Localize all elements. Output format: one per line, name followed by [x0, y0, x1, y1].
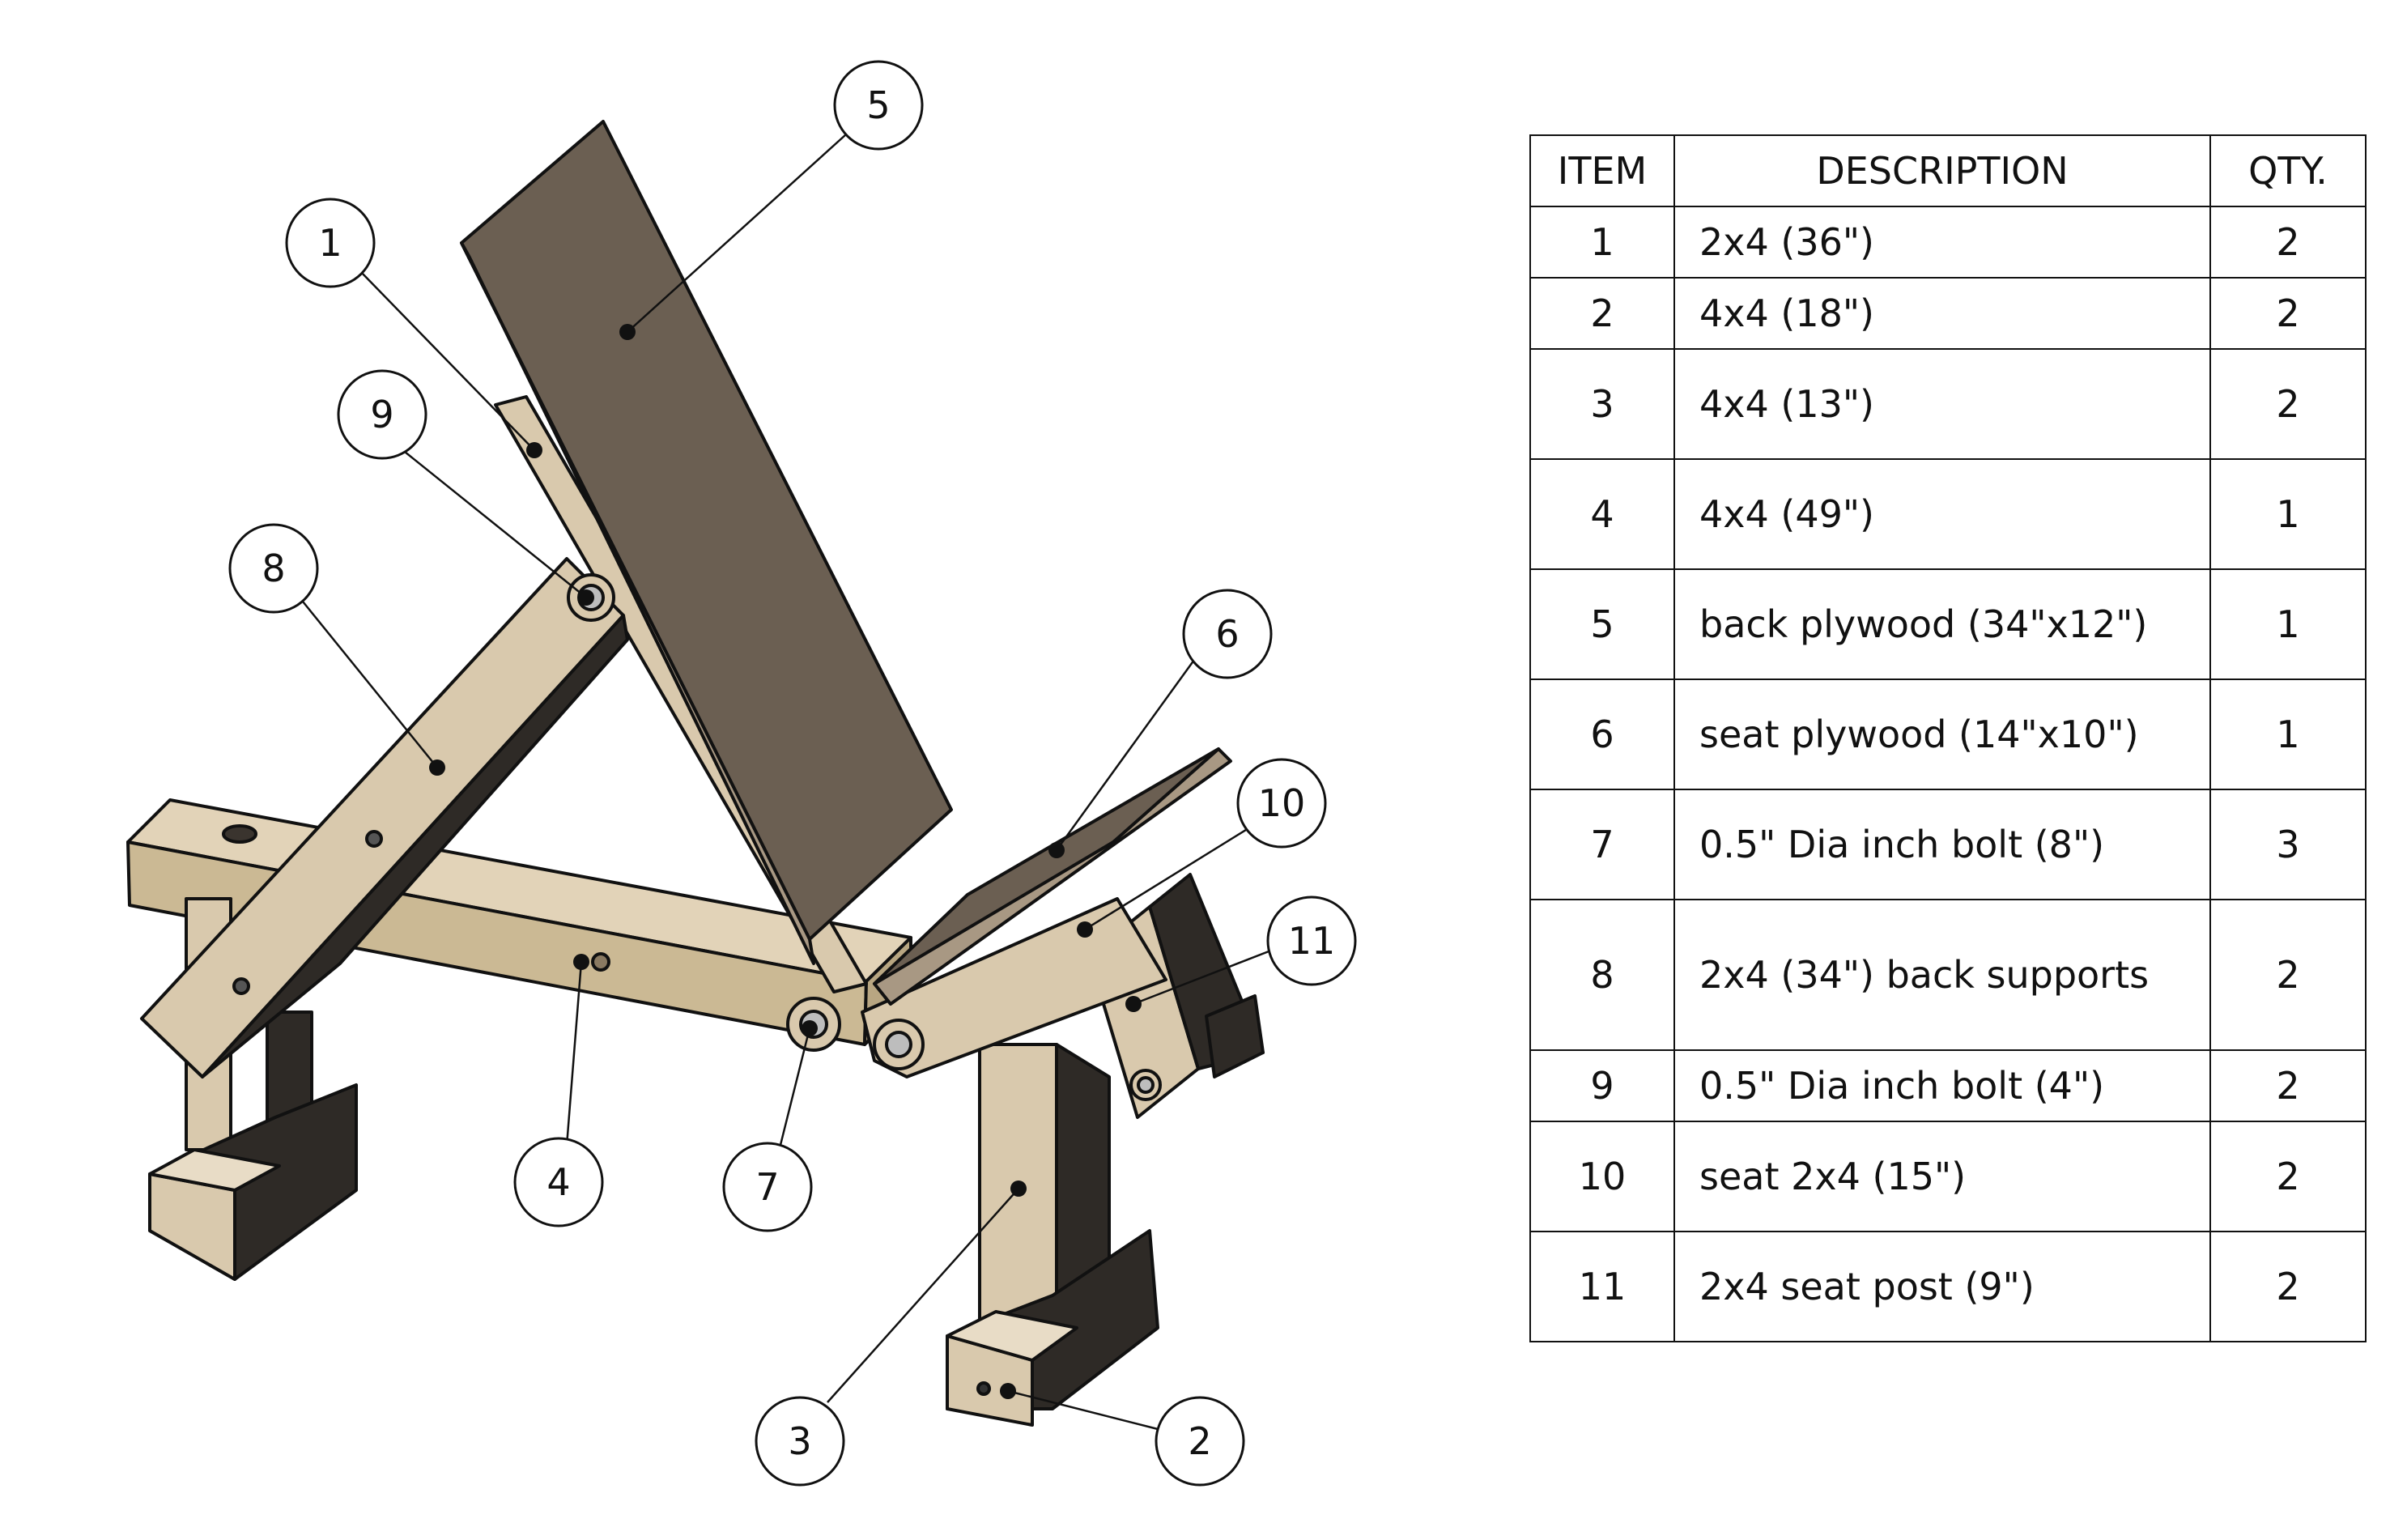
- svg-text:1: 1: [318, 221, 342, 265]
- item-qty: 2: [2209, 206, 2367, 279]
- table-row: 8 2x4 (34") back supports 2: [1529, 899, 2367, 1051]
- header-qty: QTY.: [2209, 134, 2367, 207]
- svg-text:10: 10: [1258, 781, 1306, 825]
- balloon-1: 1: [285, 198, 376, 288]
- item-qty: 2: [2209, 899, 2367, 1051]
- item-description: back plywood (34"x12"): [1673, 568, 2211, 680]
- header-item: ITEM: [1529, 134, 1675, 207]
- part-8-back-support: [140, 557, 629, 1078]
- item-description: 2x4 (36"): [1673, 206, 2211, 279]
- item-description: 4x4 (49"): [1673, 458, 2211, 570]
- part-9-upper-bolt: [567, 573, 615, 622]
- item-number: 5: [1529, 568, 1675, 680]
- svg-text:11: 11: [1288, 919, 1336, 963]
- bill-of-materials-table: ITEM DESCRIPTION QTY. 1 2x4 (36") 2 2 4x…: [1529, 134, 2367, 1342]
- table-row: 6 seat plywood (14"x10") 1: [1529, 679, 2367, 790]
- item-description: 4x4 (18"): [1673, 277, 2211, 350]
- table-row: 10 seat 2x4 (15") 2: [1529, 1121, 2367, 1232]
- item-qty: 2: [2209, 277, 2367, 350]
- balloon-3: 3: [755, 1396, 845, 1487]
- item-qty: 3: [2209, 789, 2367, 900]
- balloon-6: 6: [1182, 589, 1273, 679]
- balloon-10: 10: [1236, 758, 1327, 849]
- item-qty: 2: [2209, 1049, 2367, 1122]
- header-description: DESCRIPTION: [1673, 134, 2211, 207]
- table-row: 3 4x4 (13") 2: [1529, 348, 2367, 460]
- balloon-7: 7: [722, 1142, 813, 1232]
- item-qty: 1: [2209, 679, 2367, 790]
- balloon-4: 4: [513, 1137, 604, 1227]
- svg-text:6: 6: [1215, 612, 1239, 656]
- table-row: 2 4x4 (18") 2: [1529, 277, 2367, 350]
- leader-lines: [299, 134, 1280, 1431]
- item-number: 6: [1529, 679, 1675, 790]
- item-description: seat 2x4 (15"): [1673, 1121, 2211, 1232]
- table-row: 11 2x4 seat post (9") 2: [1529, 1231, 2367, 1342]
- item-qty: 1: [2209, 458, 2367, 570]
- table-row: 1 2x4 (36") 2: [1529, 206, 2367, 279]
- table-row: 4 4x4 (49") 1: [1529, 458, 2367, 570]
- svg-text:4: 4: [546, 1160, 570, 1204]
- svg-text:7: 7: [755, 1165, 779, 1209]
- svg-text:2: 2: [1188, 1419, 1211, 1463]
- svg-text:9: 9: [370, 393, 393, 436]
- balloon-5: 5: [833, 60, 924, 151]
- item-description: 0.5" Dia inch bolt (8"): [1673, 789, 2211, 900]
- item-number: 2: [1529, 277, 1675, 350]
- part-5-back-plywood: [460, 120, 953, 965]
- item-qty: 2: [2209, 1231, 2367, 1342]
- balloon-9: 9: [337, 369, 427, 460]
- bom-header-row: ITEM DESCRIPTION QTY.: [1529, 134, 2367, 207]
- item-qty: 1: [2209, 568, 2367, 680]
- svg-text:8: 8: [262, 547, 285, 590]
- item-description: 2x4 seat post (9"): [1673, 1231, 2211, 1342]
- item-number: 8: [1529, 899, 1675, 1051]
- table-row: 9 0.5" Dia inch bolt (4") 2: [1529, 1049, 2367, 1122]
- item-number: 3: [1529, 348, 1675, 460]
- item-qty: 2: [2209, 1121, 2367, 1232]
- item-number: 11: [1529, 1231, 1675, 1342]
- item-qty: 2: [2209, 348, 2367, 460]
- item-number: 4: [1529, 458, 1675, 570]
- balloon-11: 11: [1266, 895, 1357, 986]
- item-number: 7: [1529, 789, 1675, 900]
- part-6-seat-plywood: [873, 747, 1232, 1006]
- balloon-8: 8: [228, 523, 319, 614]
- svg-text:5: 5: [866, 83, 890, 127]
- item-description: 0.5" Dia inch bolt (4"): [1673, 1049, 2211, 1122]
- item-number: 10: [1529, 1121, 1675, 1232]
- item-description: 2x4 (34") back supports: [1673, 899, 2211, 1051]
- item-number: 9: [1529, 1049, 1675, 1122]
- svg-text:3: 3: [788, 1419, 811, 1463]
- item-description: 4x4 (13"): [1673, 348, 2211, 460]
- front-leg-assembly: [946, 1043, 1159, 1427]
- item-number: 1: [1529, 206, 1675, 279]
- part-7-pivot-bolt: [786, 997, 841, 1052]
- table-row: 5 back plywood (34"x12") 1: [1529, 568, 2367, 680]
- item-description: seat plywood (14"x10"): [1673, 679, 2211, 790]
- table-row: 7 0.5" Dia inch bolt (8") 3: [1529, 789, 2367, 900]
- part-10-seat-rail: [861, 897, 1167, 1101]
- balloon-2: 2: [1155, 1396, 1245, 1487]
